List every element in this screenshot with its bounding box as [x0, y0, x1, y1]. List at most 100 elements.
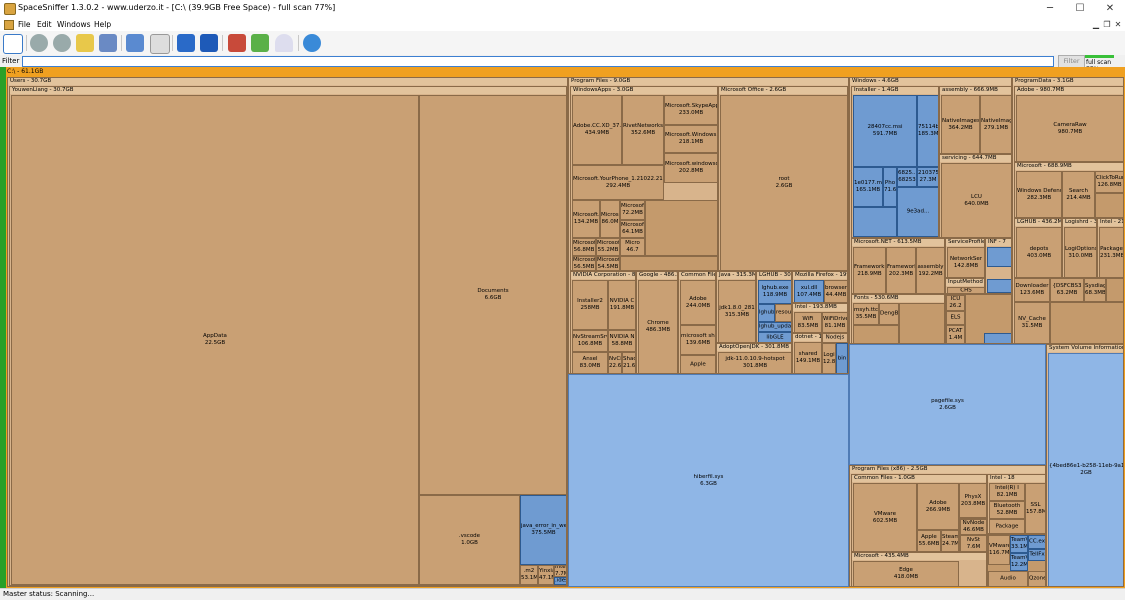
- refresh-icon[interactable]: [150, 34, 170, 54]
- node-installer[interactable]: Installer - 1.4GB 28407cc.msi 591.7MB 75…: [851, 86, 939, 238]
- node-icu[interactable]: ICU 26.2: [946, 295, 964, 311]
- node-teamv[interactable]: TeamV 33.1MB: [1010, 535, 1028, 553]
- home-icon[interactable]: [99, 34, 117, 52]
- node-msi-591[interactable]: 28407cc.msi 591.7MB: [853, 95, 917, 167]
- node-inputmethod[interactable]: InputMethod - 93 CHS: [945, 278, 985, 294]
- node-els[interactable]: ELS: [946, 311, 964, 325]
- node-chs[interactable]: CHS: [947, 287, 984, 293]
- node-ms-72[interactable]: Microsoft 72.2MB: [620, 200, 645, 220]
- menu-help[interactable]: Help: [94, 20, 112, 29]
- new-scan-icon[interactable]: [3, 34, 23, 54]
- node-vscode[interactable]: .vscode 1.0GB: [419, 495, 520, 585]
- node-yourphone[interactable]: Microsoft.YourPhone_1.21022.215.0 292.4M…: [572, 165, 664, 200]
- node-ms-net[interactable]: Microsoft.NET - 613.5MB Framework6 218.9…: [851, 238, 945, 294]
- node-serviceprof[interactable]: ServiceProfiles - NetworkSer 142.8MB: [945, 238, 985, 278]
- node-logishrd[interactable]: Logishrd - 31 LogiOptions 310.0MB: [1062, 218, 1097, 278]
- node-jdk11[interactable]: jdk-11.0.10.9-hotspot 301.8MB: [718, 352, 791, 373]
- node-clicktorun[interactable]: ClickToRun 126.8MB: [1095, 171, 1123, 193]
- node-ms-54[interactable]: Microsoft 54.5MB: [596, 256, 620, 270]
- node-pf86-common[interactable]: Common Files - 1.0GB VMware 602.5MB Adob…: [851, 474, 987, 552]
- node-lghub-updater[interactable]: lghub_updat: [758, 322, 791, 332]
- node-windows-misc[interactable]: [965, 294, 1011, 343]
- node-libgle[interactable]: libGLE: [758, 332, 791, 342]
- node-ides[interactable]: .ides: [554, 577, 566, 585]
- node-common-files[interactable]: Common Files Adobe 244.0MB microsoft sha…: [678, 271, 716, 373]
- node-windows[interactable]: Windows - 4.6GB Installer - 1.4GB 28407c…: [849, 77, 1012, 344]
- settings-icon[interactable]: [303, 34, 321, 52]
- node-lghub-exe[interactable]: lghub.exe 118.9MB: [758, 280, 791, 304]
- close-button[interactable]: ✕: [1105, 3, 1115, 14]
- node-nvnode[interactable]: NvNode 46.6MB: [960, 519, 986, 535]
- node-nvidia-c[interactable]: NVIDIA C 191.8MB: [608, 280, 635, 330]
- node-ms-46[interactable]: Micro 46.7: [620, 238, 645, 256]
- node-msi-27[interactable]: 210375 27.3M: [917, 167, 938, 187]
- cube-icon[interactable]: [177, 34, 195, 52]
- node-dsfcbs[interactable]: {DSFCBS3 63.2MB: [1050, 278, 1084, 302]
- node-pagefile[interactable]: pagefile.sys 2.6GB: [849, 344, 1046, 465]
- node-resour[interactable]: resour: [775, 304, 791, 322]
- node-shad[interactable]: Shad 21.6: [622, 352, 635, 373]
- node-installer2[interactable]: Installer2 258MB: [572, 280, 608, 330]
- node-windowsapps[interactable]: WindowsApps - 3.0GB Adobe.CC.XD_37.1 434…: [570, 86, 718, 271]
- node-dengb[interactable]: DengB.tt: [879, 303, 899, 325]
- node-edge[interactable]: Edge 418.0MB: [853, 561, 959, 586]
- node-adobe-cf[interactable]: Adobe 244.0MB: [680, 280, 715, 325]
- node-apple86[interactable]: Apple 55.6MB: [917, 530, 941, 551]
- node-inf-item[interactable]: [987, 279, 1011, 293]
- node-ms-pd-misc[interactable]: [1095, 193, 1123, 217]
- node-wifidrive[interactable]: WiFiDrive 81.1MB: [822, 312, 847, 332]
- node-physx[interactable]: PhysX 203.8MB: [959, 483, 986, 518]
- node-msi-682[interactable]: 6825... 68253: [897, 167, 917, 187]
- node-framework64[interactable]: Framework6 218.9MB: [853, 247, 886, 293]
- node-msi-185[interactable]: 75114b 185.3M: [917, 95, 938, 167]
- node-ms-55[interactable]: Microsoft 55.2MB: [596, 238, 620, 256]
- node-package86[interactable]: Package: [989, 519, 1025, 533]
- node-pd-misc2[interactable]: [1050, 302, 1123, 343]
- node-nvidia-n[interactable]: NVIDIA N 58.8MB: [608, 330, 635, 352]
- node-framework[interactable]: Framework 202.3MB: [886, 247, 916, 293]
- node-qzone[interactable]: Qzone: [1028, 571, 1045, 586]
- node-nvstream[interactable]: NvStreamSrv 106.8MB: [572, 330, 608, 352]
- node-ms-56b[interactable]: Microsoft 56.5MB: [572, 256, 596, 270]
- node-browser[interactable]: browser 44.4MB: [824, 280, 847, 302]
- node-ms-134[interactable]: Microsoft. 134.2MB: [572, 200, 600, 238]
- node-shared[interactable]: shared 149.1MB: [794, 342, 821, 373]
- node-yinxiang[interactable]: Yinxia 47.1M: [538, 565, 554, 585]
- back-icon[interactable]: [30, 34, 48, 52]
- blocks-icon[interactable]: [228, 34, 246, 52]
- node-telltfx[interactable]: TellFx: [1028, 549, 1045, 561]
- mdi-minimize-icon[interactable]: ▁: [1092, 20, 1100, 29]
- node-root[interactable]: root 2.6GB: [720, 95, 847, 270]
- node-cc[interactable]: CC.exe: [1028, 535, 1045, 549]
- node-users[interactable]: Users - 30.7GB YouwenLiang - 30.7GB AppD…: [7, 77, 568, 587]
- node-adoptopenjdk[interactable]: AdoptOpenJDK - 301.8MB jdk-11.0.10.9-hot…: [716, 343, 792, 373]
- node-intel18[interactable]: Intel - 18 Intel(R) I 82.1MB Bluetooth 5…: [987, 474, 1045, 534]
- node-search[interactable]: Search 214.4MB: [1062, 171, 1095, 217]
- cube-outline-icon[interactable]: [200, 34, 218, 52]
- star-icon[interactable]: [251, 34, 269, 52]
- node-lcu[interactable]: LCU 640.0MB: [941, 163, 1011, 237]
- node-nodejs[interactable]: Nodejs: [822, 333, 848, 343]
- node-jdk18[interactable]: jdk1.8.0_281 315.3MB: [718, 280, 755, 342]
- node-appdata[interactable]: AppData 22.5GB: [11, 95, 419, 585]
- node-audio[interactable]: Audio: [988, 571, 1028, 586]
- node-ms-small-group[interactable]: [645, 200, 717, 256]
- node-google[interactable]: Google - 486.3 Chrome 486.3MB: [636, 271, 678, 373]
- node-ms-windowscom[interactable]: Microsoft.windowscom 202.8MB: [664, 153, 717, 183]
- node-sysvol-guid[interactable]: {4bed86e1-b258-11eb-9a1e-bf 2GB: [1048, 353, 1123, 586]
- node-intel[interactable]: Intel 7.7M: [554, 565, 566, 577]
- node-ms-misc[interactable]: [620, 256, 717, 270]
- node-sysvolinfo[interactable]: System Volume Information - {4bed86e1-b2…: [1046, 344, 1124, 587]
- node-ms-office[interactable]: Microsoft Office - 2.6GB root 2.6GB: [718, 86, 848, 271]
- filter-input[interactable]: [22, 56, 1054, 67]
- node-java[interactable]: Java - 315.3M jdk1.8.0_281 315.3MB: [716, 271, 756, 343]
- node-wifi[interactable]: WiFi 83.5MB: [794, 312, 822, 332]
- forward-icon[interactable]: [53, 34, 71, 52]
- node-apple-cf[interactable]: Apple: [680, 355, 715, 373]
- node-inf[interactable]: INF - 7: [985, 238, 1011, 294]
- node-nativeimg2[interactable]: NativeImag 279.1MB: [980, 95, 1011, 153]
- node-fonts-misc[interactable]: [853, 325, 899, 343]
- node-nvci[interactable]: NvCi 22.6: [608, 352, 622, 373]
- node-networkser[interactable]: NetworkSer 142.8MB: [947, 247, 984, 277]
- node-dotnet[interactable]: dotnet - 14 shared 149.1MB: [792, 333, 822, 373]
